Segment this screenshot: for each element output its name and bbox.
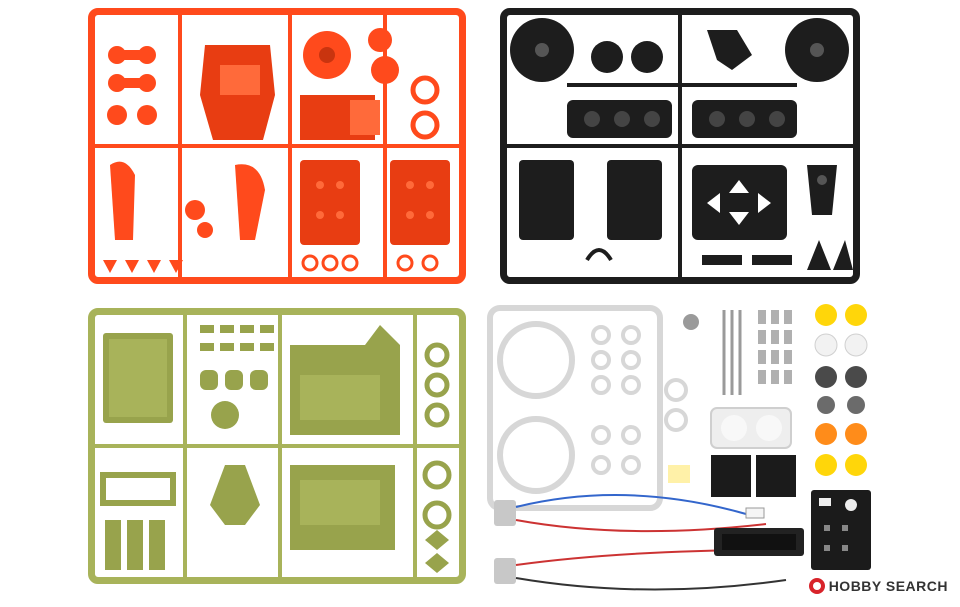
misc-parts-area	[486, 300, 960, 602]
red-parts-sprue	[88, 8, 466, 284]
green-sprue-parts	[95, 315, 459, 577]
misc-parts	[487, 304, 871, 591]
black-parts-sprue	[500, 8, 860, 284]
hobby-search-logo-icon	[808, 578, 825, 594]
watermark-text: HOBBY SEARCH	[828, 578, 948, 594]
green-parts-sprue	[88, 308, 466, 584]
red-sprue-parts	[95, 15, 459, 277]
black-sprue-parts	[507, 15, 853, 277]
hobby-search-watermark: HOBBY SEARCH	[808, 578, 948, 594]
